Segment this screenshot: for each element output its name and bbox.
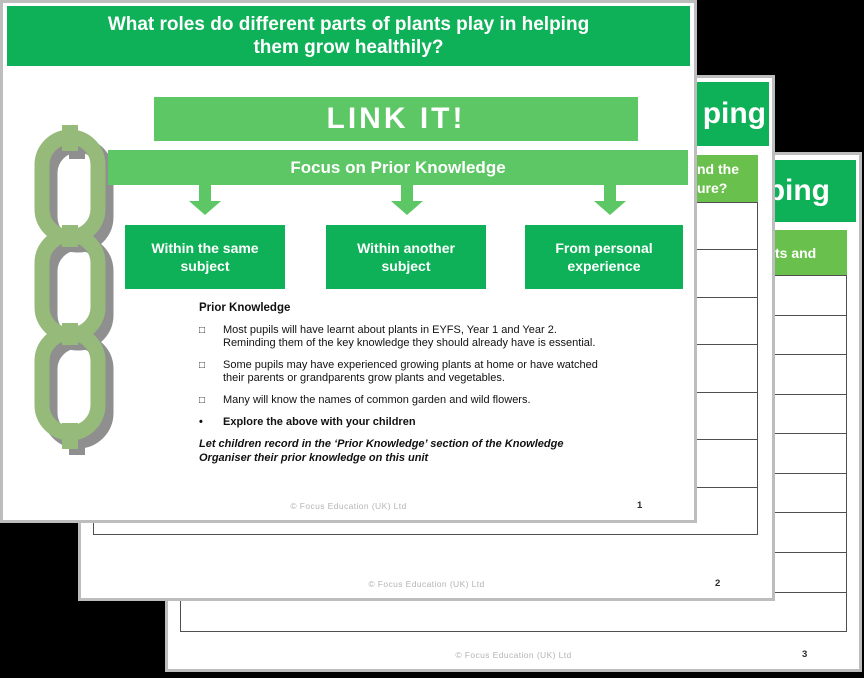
checkbox-bullet-icon: □ xyxy=(199,395,206,406)
checkbox-bullet-icon: □ xyxy=(199,325,206,336)
slide2-title-fragment: ping xyxy=(702,97,766,130)
slide3-title-fragment: ping xyxy=(766,174,830,207)
slide2-question-fragment-line2: ure? xyxy=(697,180,728,196)
slide3-page-number: 3 xyxy=(802,649,808,660)
bullet-item: □ Many will know the names of common gar… xyxy=(199,394,603,407)
slide1-title-line2: them grow healthily? xyxy=(253,37,444,58)
bullet-text: Some pupils may have experienced growing… xyxy=(223,359,598,384)
explore-text: Explore the above with your children xyxy=(223,416,416,428)
slide3-question-fragment: ts and xyxy=(775,244,817,261)
slide2-question-fragment: nd the ure? xyxy=(697,160,739,198)
box-label: Within another subject xyxy=(357,240,455,274)
bullet-text: Many will know the names of common garde… xyxy=(223,394,531,406)
slide-page-1[interactable]: What roles do different parts of plants … xyxy=(0,0,697,523)
box-within-same-subject: Within the same subject xyxy=(125,225,285,289)
box-from-personal-experience: From personal experience xyxy=(525,225,683,289)
bullet-item: □ Some pupils may have experienced growi… xyxy=(199,359,603,385)
bullet-text: Most pupils will have learnt about plant… xyxy=(223,324,596,349)
box-label: Within the same subject xyxy=(151,240,259,274)
explore-note: • Explore the above with your children xyxy=(199,416,603,429)
box-label: From personal experience xyxy=(555,240,653,274)
slide1-copyright: © Focus Education (UK) Ltd xyxy=(290,501,407,511)
slide3-copyright: © Focus Education (UK) Ltd xyxy=(455,650,572,660)
chain-links-icon xyxy=(29,125,125,457)
bullet-item: □ Most pupils will have learnt about pla… xyxy=(199,324,603,350)
slide1-title-banner: What roles do different parts of plants … xyxy=(7,6,690,66)
link-it-banner: LINK IT! xyxy=(154,97,638,141)
link-it-label: LINK IT! xyxy=(326,102,466,135)
focus-banner: Focus on Prior Knowledge xyxy=(108,150,688,185)
down-arrow-icon xyxy=(391,185,423,215)
slide2-question-fragment-line1: nd the xyxy=(697,161,739,177)
checkbox-bullet-icon: □ xyxy=(199,360,206,371)
prior-knowledge-section: Prior Knowledge □ Most pupils will have … xyxy=(199,302,603,465)
slide1-page-number: 1 xyxy=(637,500,643,511)
dot-bullet-icon: • xyxy=(199,416,203,428)
prior-knowledge-heading: Prior Knowledge xyxy=(199,302,291,314)
slide1-title-line1: What roles do different parts of plants … xyxy=(107,14,590,35)
focus-label: Focus on Prior Knowledge xyxy=(290,157,506,177)
record-instruction-note: Let children record in the ‘Prior Knowle… xyxy=(199,438,564,464)
down-arrow-icon xyxy=(594,185,626,215)
slide2-page-number: 2 xyxy=(715,578,721,589)
slide2-copyright: © Focus Education (UK) Ltd xyxy=(368,579,485,589)
box-within-another-subject: Within another subject xyxy=(326,225,486,289)
down-arrow-icon xyxy=(189,185,221,215)
